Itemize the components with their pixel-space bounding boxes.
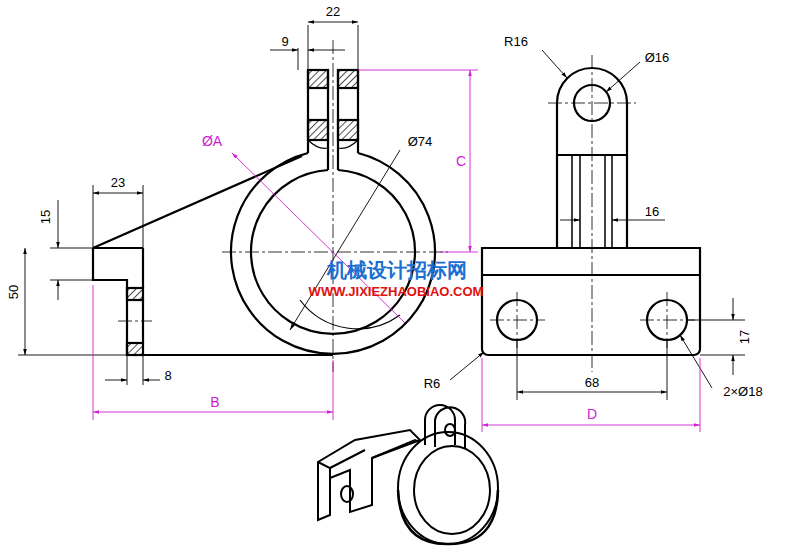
magenta-dimensions — [93, 70, 700, 432]
dimension-value: 22 — [324, 5, 342, 19]
watermark-url: WWW.JIXIEZHAOBIAO.COM — [307, 285, 486, 299]
dimension-value: 23 — [109, 176, 127, 190]
radius-label: R6 — [422, 377, 443, 391]
dimension-value: 17 — [738, 328, 752, 346]
front-view — [93, 70, 435, 355]
dimension-letter: B — [208, 395, 221, 410]
dimension-value: Ø74 — [406, 135, 435, 149]
hole-callout: 2×Ø18 — [721, 385, 764, 399]
watermark: 机械设计招标网 — [325, 259, 469, 281]
radius-label: R16 — [502, 35, 530, 49]
diameter-label: ØA — [200, 134, 224, 149]
isometric-view — [318, 405, 498, 544]
dimension-value: 16 — [643, 205, 661, 219]
dimension-value: 15 — [39, 208, 53, 226]
side-view — [482, 68, 700, 355]
dimension-value: 50 — [7, 283, 21, 301]
dimension-value: 68 — [583, 376, 601, 390]
dimension-value: 9 — [279, 35, 290, 49]
center-lines — [118, 40, 695, 372]
dimension-letter: C — [454, 154, 468, 169]
dimension-value: 8 — [162, 369, 173, 383]
dimension-lines — [18, 22, 745, 400]
diameter-label: Ø16 — [643, 51, 672, 65]
dimension-letter: D — [585, 407, 599, 422]
